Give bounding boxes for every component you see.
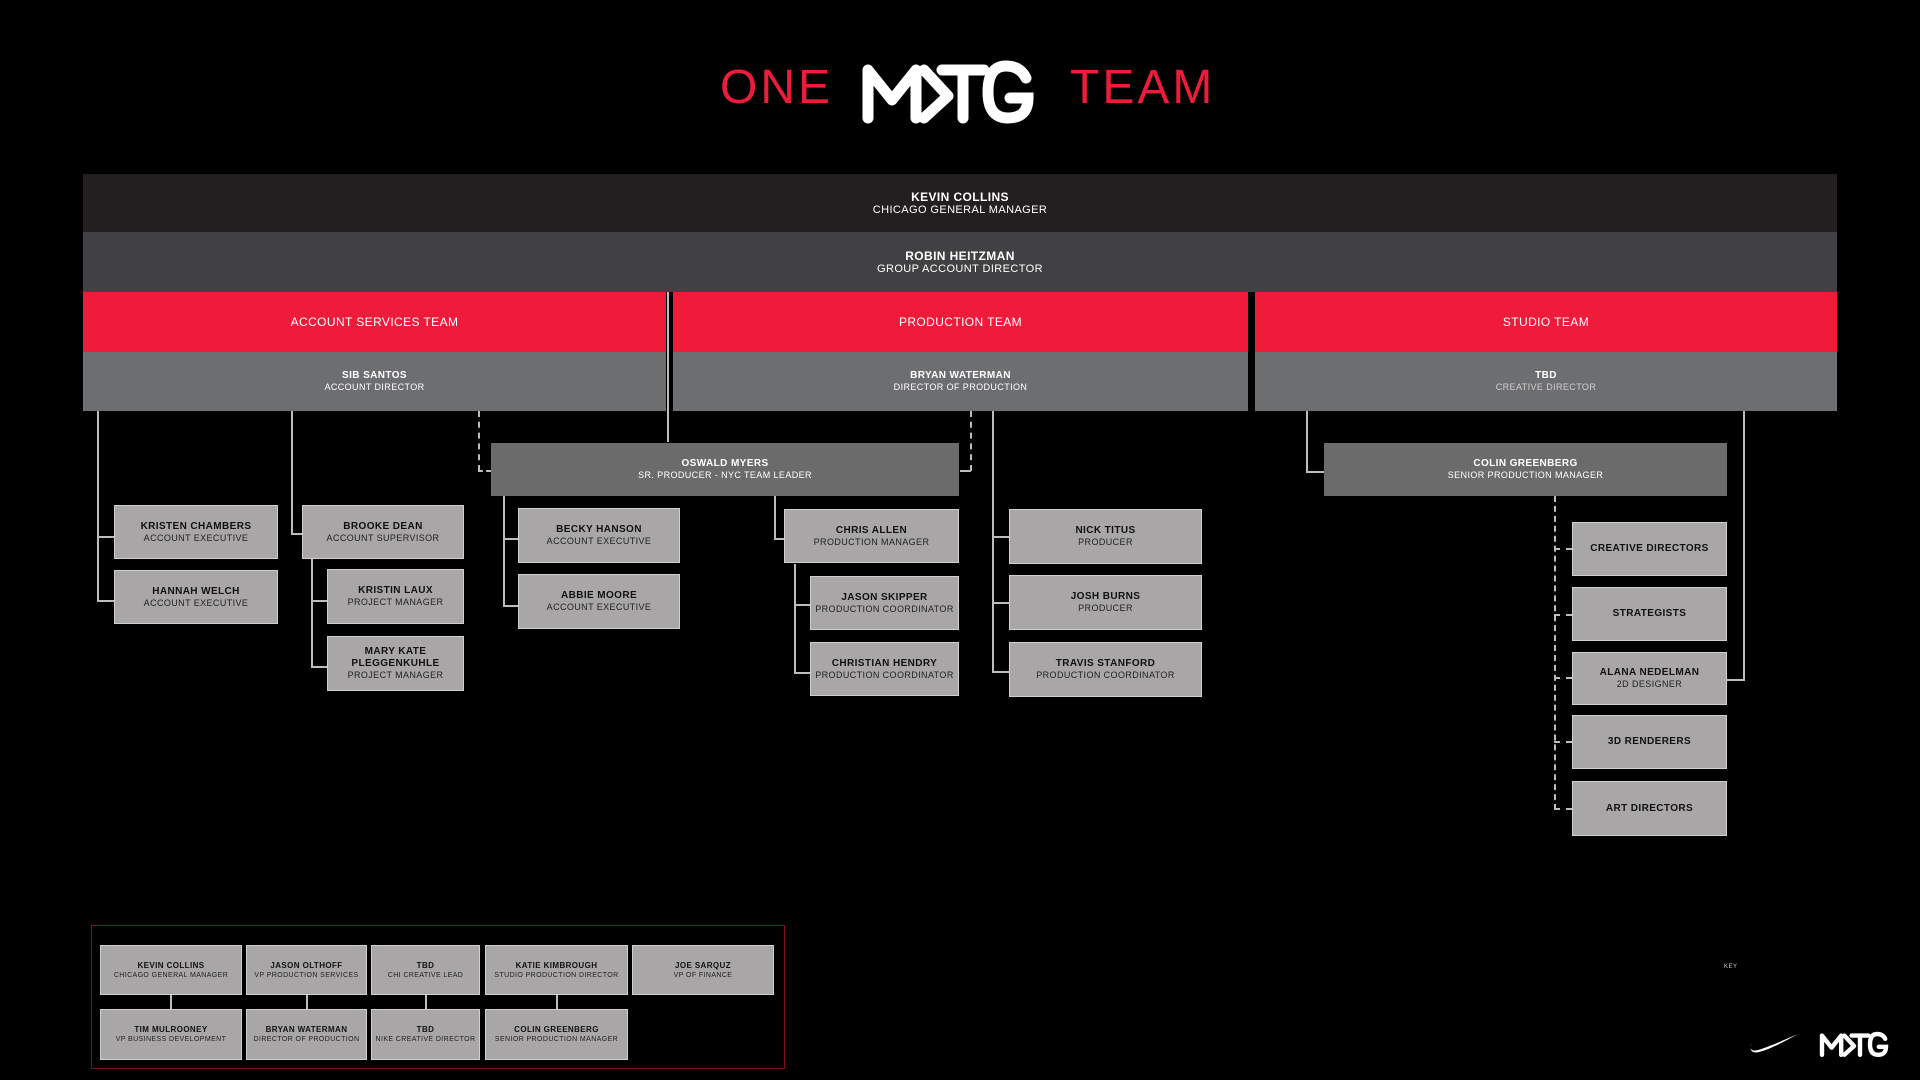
- alana-nedelman-card: ALANA NEDELMAN 2D DESIGNER: [1572, 652, 1727, 705]
- josh-burns-card: JOSH BURNS PRODUCER: [1009, 575, 1202, 630]
- connector-line: [992, 602, 1009, 604]
- legend-card-tim-mulrooney: TIM MULROONEY VP BUSINESS DEVELOPMENT: [100, 1009, 242, 1060]
- connector-line: [291, 533, 302, 535]
- person-name: KEVIN COLLINS: [911, 189, 1009, 204]
- jason-skipper-card: JASON SKIPPER PRODUCTION COORDINATOR: [810, 576, 959, 630]
- connector-line: [1306, 471, 1324, 473]
- connector-line: [503, 496, 505, 606]
- connector-line: [794, 604, 810, 606]
- kristin-laux-card: KRISTIN LAUX PROJECT MANAGER: [327, 569, 464, 624]
- connector-line: [667, 292, 669, 442]
- dashed-connector: [478, 470, 491, 472]
- dashed-connector: [1554, 741, 1572, 743]
- becky-hanson-card: BECKY HANSON ACCOUNT EXECUTIVE: [518, 508, 680, 563]
- footer-mktg-logo: [1818, 1030, 1890, 1058]
- art-directors-card: ART DIRECTORS: [1572, 781, 1727, 836]
- travis-stanford-card: TRAVIS STANFORD PRODUCTION COORDINATOR: [1009, 642, 1202, 697]
- key-label: KEY: [1724, 964, 1738, 970]
- legend-card-tbd-nike-creative-director: TBD NIKE CREATIVE DIRECTOR: [371, 1009, 480, 1060]
- chris-allen-card: CHRIS ALLEN PRODUCTION MANAGER: [784, 509, 959, 563]
- dashed-connector: [1554, 548, 1572, 550]
- oswald-myers-card: OSWALD MYERS SR. PRODUCER - NYC TEAM LEA…: [491, 443, 959, 496]
- dashed-connector: [1554, 496, 1556, 810]
- abbie-moore-card: ABBIE MOORE ACCOUNT EXECUTIVE: [518, 574, 680, 629]
- connector-line: [1743, 411, 1745, 681]
- christian-hendry-card: CHRISTIAN HENDRY PRODUCTION COORDINATOR: [810, 642, 959, 696]
- person-role: GROUP ACCOUNT DIRECTOR: [877, 262, 1043, 275]
- studio-team-header: STUDIO TEAM: [1255, 292, 1837, 352]
- mary-kate-pleggenkuhle-card: MARY KATE PLEGGENKUHLE PROJECT MANAGER: [327, 636, 464, 691]
- leadership-legend-frame: [91, 925, 785, 1069]
- connector-line: [311, 600, 327, 602]
- dashed-connector: [478, 411, 480, 471]
- creative-directors-card: CREATIVE DIRECTORS: [1572, 522, 1727, 576]
- dashed-connector: [1554, 677, 1572, 679]
- director-of-production-band: BRYAN WATERMAN DIRECTOR OF PRODUCTION: [673, 352, 1248, 411]
- colin-greenberg-card: COLIN GREENBERG SENIOR PRODUCTION MANAGE…: [1324, 443, 1727, 496]
- strategists-card: STRATEGISTS: [1572, 587, 1727, 641]
- connector-line: [291, 411, 293, 535]
- connector-line: [97, 536, 114, 538]
- connector-line: [992, 536, 1009, 538]
- connector-line: [1306, 411, 1308, 473]
- dashed-connector: [1554, 614, 1572, 616]
- connector-line: [425, 995, 427, 1009]
- connector-line: [503, 605, 518, 607]
- hannah-welch-card: HANNAH WELCH ACCOUNT EXECUTIVE: [114, 570, 278, 624]
- creative-director-band: TBD CREATIVE DIRECTOR: [1255, 352, 1837, 411]
- account-services-team-header: ACCOUNT SERVICES TEAM: [83, 292, 666, 352]
- dashed-connector: [1554, 808, 1572, 810]
- connector-line: [992, 411, 994, 673]
- connector-line: [774, 496, 776, 540]
- connector-line: [794, 672, 810, 674]
- connector-line: [556, 995, 558, 1009]
- kristen-chambers-card: KRISTEN CHAMBERS ACCOUNT EXECUTIVE: [114, 505, 278, 559]
- legend-card-tbd-chi-creative-lead: TBD CHI CREATIVE LEAD: [371, 945, 480, 995]
- brooke-dean-card: BROOKE DEAN ACCOUNT SUPERVISOR: [302, 505, 464, 559]
- account-director-band: SIB SANTOS ACCOUNT DIRECTOR: [83, 352, 666, 411]
- production-team-header: PRODUCTION TEAM: [673, 292, 1248, 352]
- dashed-connector: [970, 411, 972, 471]
- connector-line: [992, 671, 1009, 673]
- title-team: TEAM: [1070, 61, 1216, 114]
- legend-card-colin-greenberg: COLIN GREENBERG SENIOR PRODUCTION MANAGE…: [485, 1009, 628, 1060]
- connector-line: [503, 538, 518, 540]
- connector-line: [1727, 679, 1745, 681]
- person-name: ROBIN HEITZMAN: [905, 248, 1015, 263]
- title-one: ONE: [720, 61, 834, 114]
- swoosh-icon: [1748, 1030, 1800, 1056]
- legend-card-kevin-collins: KEVIN COLLINS CHICAGO GENERAL MANAGER: [100, 945, 242, 995]
- connector-line: [170, 995, 172, 1009]
- 3d-renderers-card: 3D RENDERERS: [1572, 715, 1727, 769]
- general-manager-band: KEVIN COLLINS CHICAGO GENERAL MANAGER: [83, 174, 1837, 232]
- legend-card-bryan-waterman: BRYAN WATERMAN DIRECTOR OF PRODUCTION: [246, 1009, 367, 1060]
- connector-line: [311, 666, 327, 668]
- connector-line: [311, 559, 313, 667]
- group-account-director-band: ROBIN HEITZMAN GROUP ACCOUNT DIRECTOR: [83, 232, 1837, 292]
- connector-line: [794, 564, 796, 674]
- connector-line: [97, 600, 114, 602]
- legend-card-joe-sarquz: JOE SARQUZ VP OF FINANCE: [632, 945, 774, 995]
- legend-card-jason-olthoff: JASON OLTHOFF VP PRODUCTION SERVICES: [246, 945, 367, 995]
- connector-line: [774, 538, 784, 540]
- nick-titus-card: NICK TITUS PRODUCER: [1009, 509, 1202, 564]
- mktg-logo: [862, 56, 1034, 126]
- legend-card-katie-kimbrough: KATIE KIMBROUGH STUDIO PRODUCTION DIRECT…: [485, 945, 628, 995]
- connector-line: [97, 411, 99, 601]
- dashed-connector: [960, 470, 971, 472]
- person-role: CHICAGO GENERAL MANAGER: [872, 203, 1048, 216]
- connector-line: [306, 995, 308, 1009]
